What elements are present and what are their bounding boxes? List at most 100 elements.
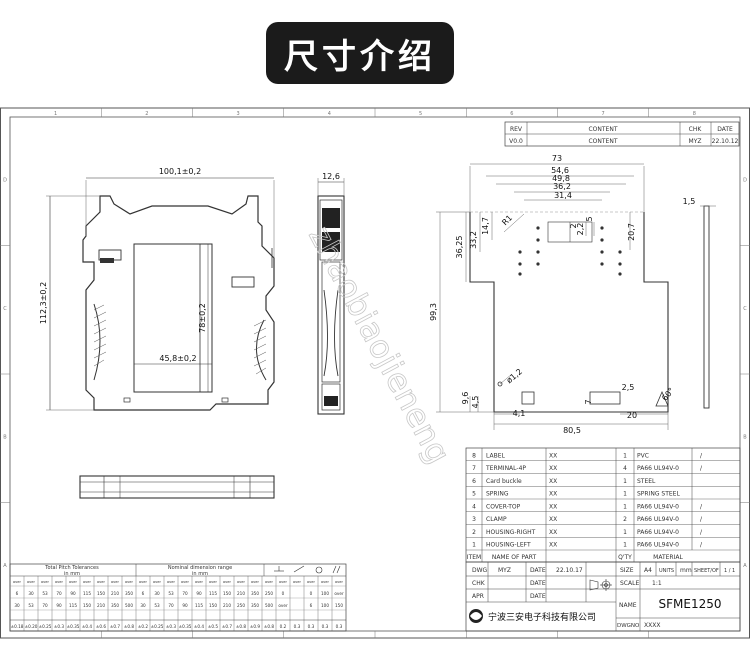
rev-value-date: 22.10.12: [712, 138, 739, 145]
tolerance-over-cell: over: [153, 580, 162, 584]
border-col-label: 3: [237, 111, 240, 117]
tolerance-to-cell: 250: [237, 603, 245, 608]
bom-material: PVC: [637, 452, 649, 459]
tolerance-over-cell: over: [111, 580, 120, 584]
bom-part-name: CLAMP: [486, 516, 507, 523]
tolerance-to-cell: 70: [42, 603, 48, 608]
tolerance-over-cell: over: [125, 580, 134, 584]
tb-dwg-by: MYZ: [498, 567, 511, 574]
bom-part-name: Card buckle: [486, 478, 522, 485]
dim-plate-805: 80,5: [563, 426, 581, 435]
dim-plate-314: 31,4: [554, 191, 572, 200]
bom-quantity: 2: [623, 516, 627, 523]
top-view: [79, 475, 275, 499]
tb-size-label: SIZE: [620, 567, 634, 574]
tolerance-title-1: Total Pitch Tolerances: [44, 565, 99, 571]
border-row-label-right: D: [743, 177, 747, 183]
bom-quantity: 1: [623, 478, 627, 485]
tb-date-label: DATE: [530, 567, 546, 574]
tolerance-over-cell: over: [251, 580, 260, 584]
tolerance-value-cell: 0.3: [322, 624, 329, 629]
tolerance-to-cell: 70: [168, 603, 174, 608]
tolerance-to-cell: 90: [182, 603, 188, 608]
plate-view: [436, 163, 716, 430]
tolerance-to-cell: 115: [195, 603, 203, 608]
dim-plate-25: 2,5: [622, 383, 635, 392]
bom-extra: /: [700, 465, 703, 472]
tolerance-from-cell: 250: [265, 591, 273, 596]
rev-header-chk: CHK: [689, 126, 703, 133]
bom-extra: /: [700, 529, 703, 536]
border-row-label-right: B: [743, 434, 747, 440]
dim-plate-r1: R1: [500, 213, 514, 227]
tolerance-over-cell: over: [41, 580, 50, 584]
tolerance-over-cell: over: [83, 580, 92, 584]
tolerance-value-cell: ±0.4: [194, 624, 205, 629]
tolerance-to-cell: 210: [97, 603, 105, 608]
border-col-label: 1: [54, 111, 57, 117]
tolerance-over-cell: over: [195, 580, 204, 584]
tolerance-from-cell: 0: [282, 591, 285, 596]
bom-item-number: 7: [472, 465, 476, 472]
dim-plate-207: 20,7: [627, 223, 636, 241]
tolerance-from-cell: 70: [56, 591, 62, 596]
dim-front-width: 100,1±0,2: [159, 167, 201, 176]
tolerance-to-cell: 500: [125, 603, 133, 608]
bom-material: PA66 UL94V-0: [637, 542, 679, 549]
tolerance-to-cell: 150: [335, 603, 343, 608]
tb-date-value: 22.10.17: [556, 567, 583, 574]
tolerance-value-cell: 0.3: [294, 624, 301, 629]
tb-dwgno-label: DWGNO: [617, 623, 640, 629]
bom-material-code: XX: [549, 478, 557, 485]
bom-material: PA66 UL94V-0: [637, 503, 679, 510]
tolerance-to-cell: 90: [56, 603, 62, 608]
company-logo-icon: [469, 609, 483, 623]
rev-value-content: CONTENT: [588, 138, 617, 145]
tb-units-label: UNITS: [659, 568, 674, 574]
border-row-label-left: C: [3, 306, 7, 312]
page-title: 尺寸介绍: [266, 22, 454, 84]
bom-item-number: 8: [472, 452, 476, 459]
dim-plate-45: 4,5: [471, 396, 480, 409]
dim-plate-2: 2: [569, 223, 578, 228]
tolerance-value-cell: ±0.8: [264, 624, 275, 629]
tolerance-to-cell: 100: [321, 603, 329, 608]
dim-plate-22: 2,2: [576, 223, 585, 236]
bom-header-material: MATERIAL: [653, 554, 683, 561]
tolerance-value-cell: ±0.35: [179, 624, 192, 629]
border-row-label-left: B: [3, 434, 7, 440]
tolerance-value-cell: ±0.25: [39, 624, 52, 629]
dim-plate-7: 7: [584, 399, 593, 404]
tolerance-from-cell: 53: [42, 591, 48, 596]
tolerance-value-cell: ±0.18: [11, 624, 24, 629]
bom-part-name: HOUSING-LEFT: [486, 542, 531, 549]
title-block: DWG MYZ DATE 22.10.17 SIZE A4 UNITS mm S…: [465, 561, 741, 632]
border-col-label: 8: [693, 111, 696, 117]
dim-plate-498: 49,8: [552, 174, 570, 183]
plate-dimensions: 73 54,6 49,8 36,2 31,4 36,25 33,2 14,7 R…: [429, 154, 695, 435]
watermark: zhaobiaojieneng: [301, 220, 458, 470]
tolerance-over-cell: over: [69, 580, 78, 584]
tolerance-value-cell: ±0.7: [110, 624, 121, 629]
tb-units-value: mm: [680, 567, 692, 574]
tolerance-over-cell: over: [139, 580, 148, 584]
tolerance-from-cell: 150: [223, 591, 231, 596]
tolerance-over-cell: over: [265, 580, 274, 584]
tolerance-value-cell: 0.2: [280, 624, 287, 629]
tolerance-from-cell: 30: [154, 591, 160, 596]
dim-plate-96: 9,6: [461, 392, 470, 405]
tolerance-over-cell: over: [279, 580, 288, 584]
tolerance-over-cell: over: [237, 580, 246, 584]
tolerance-to-cell: 30: [140, 603, 146, 608]
tolerance-value-cell: 0.3: [336, 624, 343, 629]
tolerance-over-cell: over: [181, 580, 190, 584]
bom-header-item: ITEM: [467, 554, 481, 561]
tolerance-to-cell: 6: [310, 603, 313, 608]
tolerance-over-cell: over: [223, 580, 232, 584]
bom-material-code: XX: [549, 503, 557, 510]
